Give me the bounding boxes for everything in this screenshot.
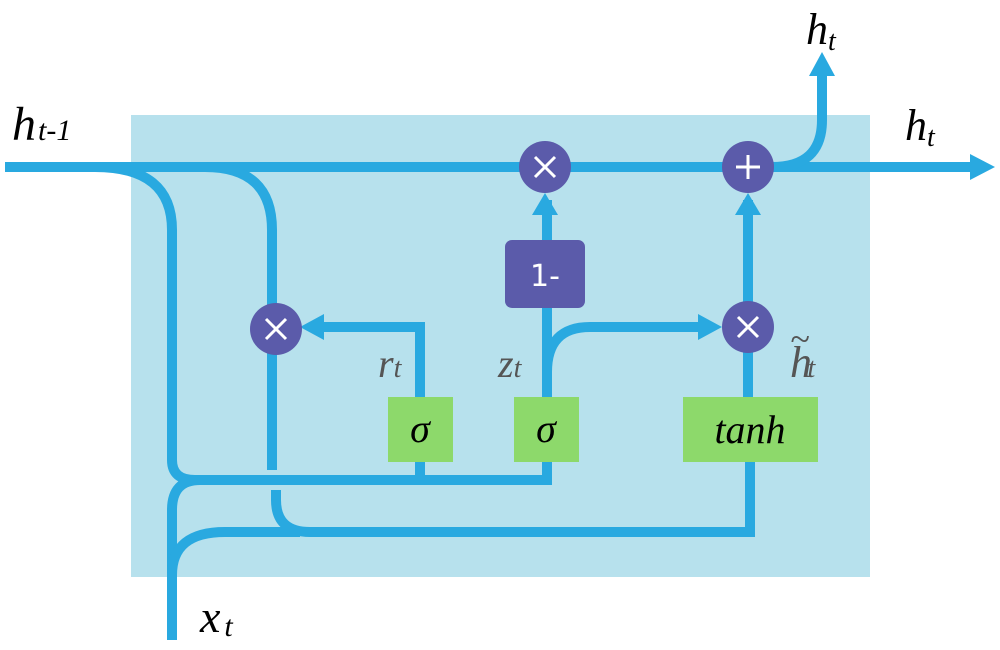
reset-multiply-operator (250, 303, 302, 355)
output-up-line (771, 72, 827, 172)
multiply-operator-top (519, 141, 571, 193)
h-candidate-label: h~t (790, 319, 816, 387)
one-minus-label: 1- (530, 259, 560, 294)
multiply-icon (736, 315, 760, 339)
z-gate-label: zt (497, 341, 523, 386)
update-gate-box (514, 397, 579, 462)
multiply-icon (533, 155, 557, 179)
update-to-candidate-multiply-line (542, 322, 705, 373)
r-gate-label: rt (378, 341, 403, 386)
reset-product-to-tanh-line (271, 462, 755, 537)
plus-icon (736, 155, 760, 179)
h-prev-label: ht-1 (12, 98, 71, 151)
input-x-line (167, 475, 201, 640)
h-out-right-label: ht (905, 101, 936, 153)
add-operator (722, 141, 774, 193)
h-candidate-tilde: ~ (790, 319, 809, 359)
add-arrowhead (735, 193, 761, 215)
one-minus-arrowhead (532, 193, 558, 215)
input-x-to-candidate-line (167, 527, 300, 576)
prev-state-to-reset-multiply-line (204, 162, 277, 470)
one-minus-box (505, 240, 585, 308)
candidate-multiply-operator (722, 301, 774, 353)
h-out-top-label: ht (806, 5, 837, 57)
candidate-gate-label: tanh (714, 407, 785, 452)
output-up-arrowhead (809, 52, 835, 76)
h-candidate-sub: t (807, 353, 816, 384)
multiply-icon (264, 317, 288, 341)
h-candidate-base: h (790, 338, 812, 387)
reset-arrowhead (300, 314, 324, 340)
reset-gate-label: σ (410, 406, 431, 451)
update-gate-label: σ (536, 406, 557, 451)
output-right-arrowhead (970, 154, 995, 180)
reset-gate-output-line (318, 322, 425, 397)
update-arrowhead (698, 314, 722, 340)
reset-gate-box (388, 397, 453, 462)
candidate-gate-box (683, 397, 818, 462)
